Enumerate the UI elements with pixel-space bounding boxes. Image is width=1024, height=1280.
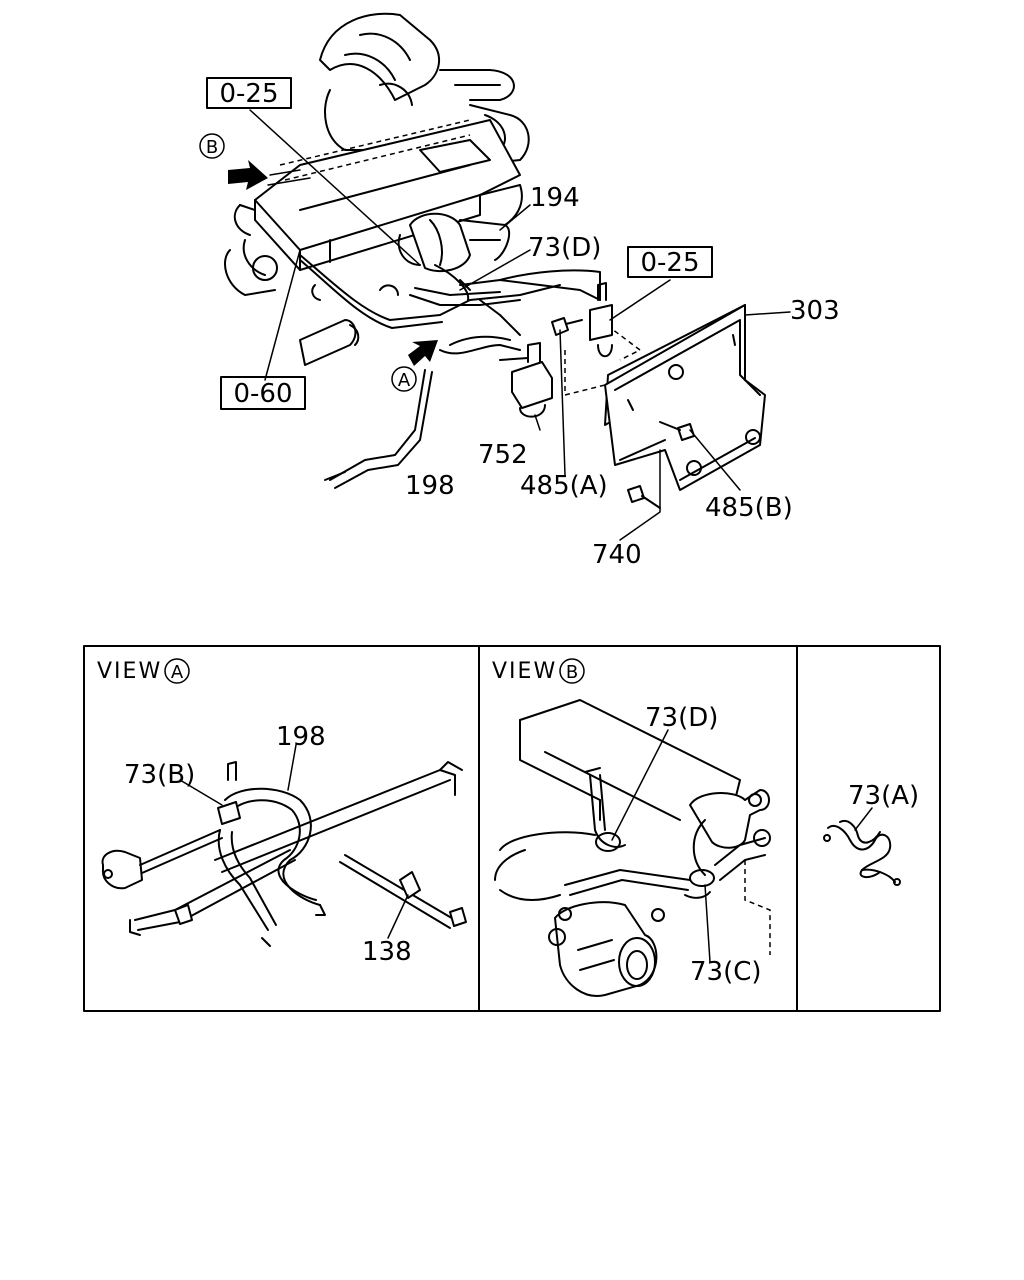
ref-box-label: 0-60 bbox=[233, 379, 292, 409]
svg-text:A: A bbox=[398, 370, 411, 391]
view-a-panel: VIEW A 198 7 bbox=[97, 658, 467, 967]
ref-box-label: 0-25 bbox=[219, 79, 278, 109]
view-a-label-138: 138 bbox=[362, 937, 412, 967]
part-label-752: 752 bbox=[478, 440, 528, 470]
view-a-label-198: 198 bbox=[276, 722, 326, 752]
part-label-485b: 485(B) bbox=[705, 493, 793, 523]
view-a-label-73b: 73(B) bbox=[124, 760, 195, 790]
view-b-label-73c: 73(C) bbox=[690, 957, 762, 987]
view-a-title: VIEW bbox=[97, 659, 162, 684]
ref-box-label: 0-25 bbox=[640, 248, 699, 278]
leader-lines-main bbox=[249, 109, 791, 541]
detail-panel-73a: 73(A) bbox=[823, 781, 919, 886]
ref-box-0-60: 0-60 bbox=[220, 376, 306, 410]
view-marker-b: B bbox=[199, 133, 225, 159]
part-label-194: 194 bbox=[530, 183, 580, 213]
part-label-740: 740 bbox=[592, 540, 642, 570]
part-label-73d: 73(D) bbox=[528, 233, 601, 263]
view-b-panel: VIEW B bbox=[492, 658, 771, 997]
svg-text:B: B bbox=[206, 137, 218, 158]
detail-label-73a: 73(A) bbox=[848, 781, 919, 811]
view-a-marker: A bbox=[171, 662, 184, 683]
view-b-marker: B bbox=[566, 662, 578, 683]
view-panels-frame bbox=[83, 645, 941, 1012]
part-label-485a: 485(A) bbox=[520, 471, 608, 501]
view-marker-a: A bbox=[391, 366, 417, 392]
view-b-label-73d: 73(D) bbox=[645, 703, 718, 733]
view-b-title: VIEW bbox=[492, 659, 557, 684]
engine-assembly-drawing bbox=[224, 12, 766, 509]
part-label-303: 303 bbox=[790, 296, 840, 326]
ref-box-0-25-left: 0-25 bbox=[206, 77, 292, 109]
part-label-198: 198 bbox=[405, 471, 455, 501]
ref-box-0-25-right: 0-25 bbox=[627, 246, 713, 278]
